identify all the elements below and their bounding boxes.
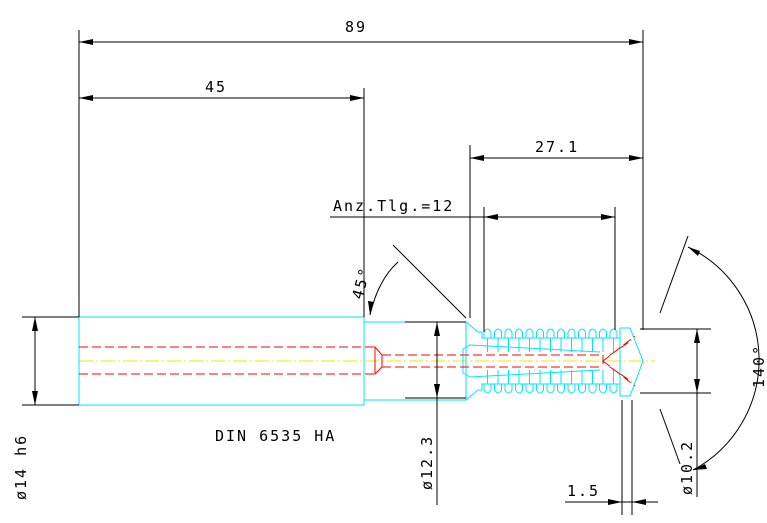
dim-shank-diameter: ø14 h6	[12, 434, 30, 500]
thread-tooth	[599, 328, 607, 394]
arrow-icon	[368, 301, 374, 315]
thread-tooth	[525, 328, 534, 394]
dim-point-angle: 140°	[750, 344, 767, 388]
thread-tooth	[557, 328, 565, 394]
dim-overall-length: 89	[345, 18, 367, 36]
dimension-tip-diameter: ø10.2	[640, 328, 711, 497]
shank	[78, 316, 365, 406]
thread-tooth	[515, 328, 523, 394]
coolant-bore	[79, 335, 636, 387]
shank-standard-label: DIN 6535 HA	[215, 427, 336, 445]
dimension-point-angle: 140°	[659, 235, 767, 471]
thread-tooth	[483, 328, 492, 394]
dim-tip-offset: 1.5	[567, 482, 600, 500]
arrow-icon	[484, 214, 615, 220]
thread-tooth	[609, 328, 618, 394]
dimension-tip-offset: 1.5	[565, 400, 658, 515]
thread-tooth	[494, 328, 502, 394]
dim-shank-length: 45	[205, 78, 227, 96]
arrow-icon	[694, 329, 700, 393]
thread-tooth	[504, 328, 513, 394]
thread-tooth	[536, 328, 544, 394]
dimension-teeth-count: Anz.Tlg.=12	[330, 197, 616, 332]
flute	[462, 344, 601, 378]
dim-tip-diameter: ø10.2	[678, 440, 696, 495]
coolant-bore-main	[79, 346, 375, 375]
dimension-chamfer-angle: 45°	[348, 244, 467, 319]
tool-outline	[78, 316, 644, 406]
coolant-bore-fork	[382, 335, 636, 387]
dim-thread-length: 27.1	[535, 138, 579, 156]
dim-chamfer-angle: 45°	[348, 264, 374, 301]
thread-teeth	[483, 328, 618, 394]
thread-tooth	[588, 328, 597, 394]
thread-tooth	[567, 328, 576, 394]
dimension-thread-length: 27.1	[469, 138, 643, 318]
dimension-shank-diameter: ø14 h6	[12, 316, 79, 500]
dimension-neck-diameter: ø12.3	[405, 321, 466, 505]
dimensions: 89 45 27.1 Anz.Tlg.=12 45°	[12, 18, 767, 515]
dim-teeth-count: Anz.Tlg.=12	[333, 197, 454, 215]
dimension-overall-length: 89	[78, 18, 644, 330]
dim-neck-diameter: ø12.3	[418, 435, 436, 490]
arrow-icon	[608, 499, 646, 505]
thread-tooth	[578, 328, 586, 394]
thread-tooth	[546, 328, 555, 394]
dimension-shank-length: 45	[79, 78, 365, 317]
tool-tip	[619, 327, 644, 397]
